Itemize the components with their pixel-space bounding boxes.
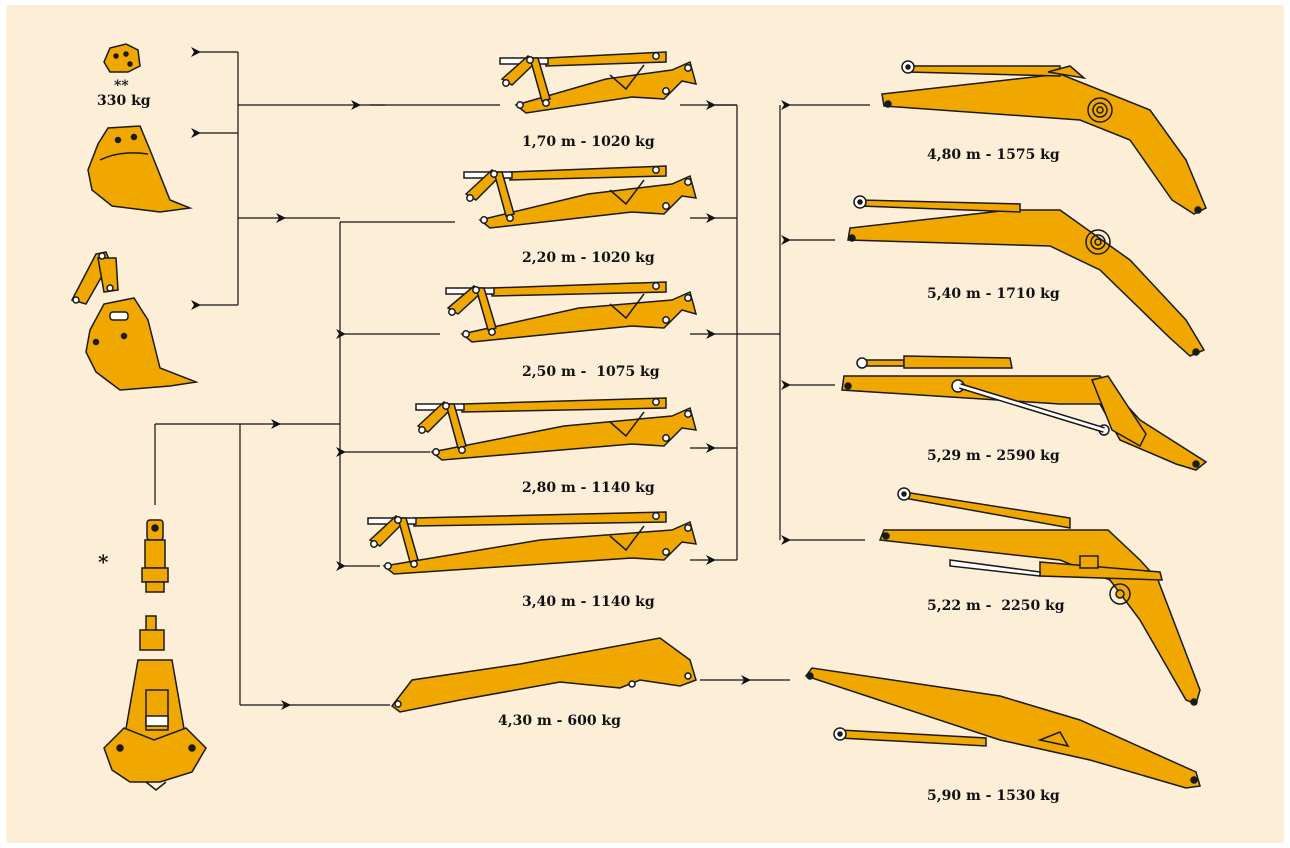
arm-340-label: 3,40 m - 1140 kg bbox=[522, 594, 655, 610]
arm-250-label: 2,50 m - 1075 kg bbox=[522, 364, 660, 380]
very-long-arm-icon bbox=[368, 512, 696, 574]
quick-coupler-icon bbox=[104, 44, 140, 72]
arm-170-label: 1,70 m - 1020 kg bbox=[522, 134, 655, 150]
arm-430-label: 4,30 m - 600 kg bbox=[498, 713, 621, 729]
boom-480-label: 4,80 m - 1575 kg bbox=[927, 147, 1060, 163]
straight-long-boom-icon bbox=[806, 668, 1200, 788]
medium-arm-icon bbox=[464, 166, 696, 228]
arm-220-label: 2,20 m - 1020 kg bbox=[522, 250, 655, 266]
long-arm-icon bbox=[446, 282, 696, 342]
arm-280-label: 2,80 m - 1140 kg bbox=[522, 480, 655, 496]
single-asterisk-note: * bbox=[98, 550, 108, 574]
mono-boom-long-icon bbox=[848, 196, 1204, 356]
double-asterisk-note: ** bbox=[114, 78, 129, 94]
bucket-icon bbox=[88, 126, 190, 212]
triple-boom-icon bbox=[880, 488, 1200, 705]
ditch-bucket-icon bbox=[86, 298, 196, 390]
boom-522-label: 5,22 m - 2250 kg bbox=[927, 598, 1065, 614]
boom-529-label: 5,29 m - 2590 kg bbox=[927, 448, 1060, 464]
adapter-icon bbox=[142, 520, 168, 592]
mono-boom-icon bbox=[882, 61, 1206, 214]
boom-590-label: 5,90 m - 1530 kg bbox=[927, 788, 1060, 804]
boom-540-label: 5,40 m - 1710 kg bbox=[927, 286, 1060, 302]
clamshell-grab-icon bbox=[104, 616, 206, 790]
straight-extension-arm-icon bbox=[392, 638, 696, 712]
quick-coupler-weight-label: 330 kg bbox=[97, 93, 151, 109]
bucket-linkage-icon bbox=[72, 252, 118, 304]
short-arm-icon bbox=[500, 52, 696, 113]
connector-lines bbox=[155, 52, 870, 705]
extended-arm-icon bbox=[416, 398, 696, 460]
